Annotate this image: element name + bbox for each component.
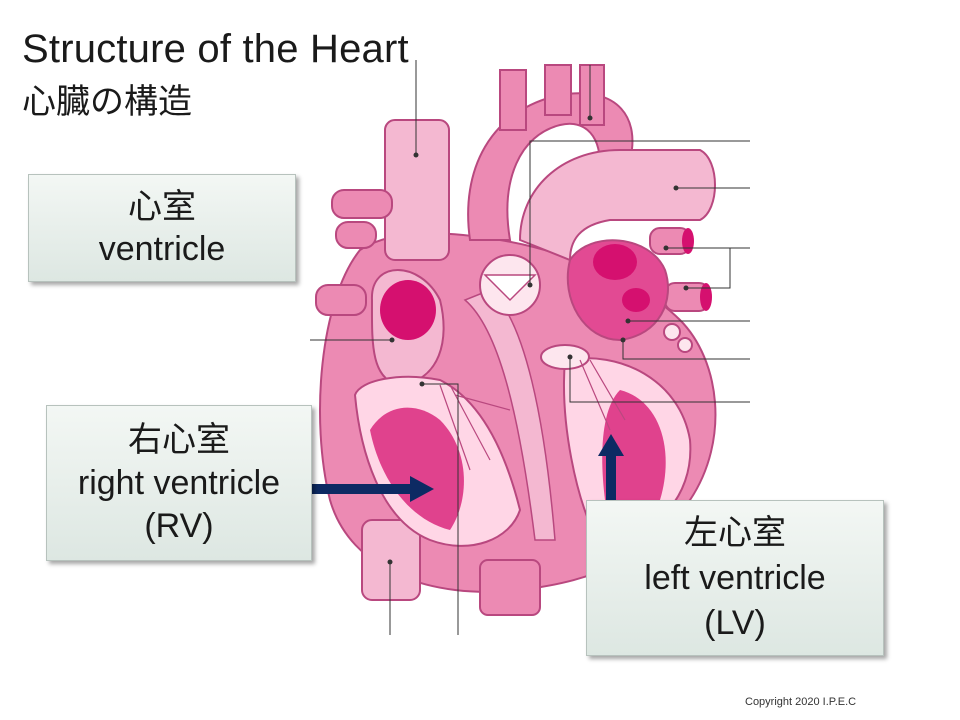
right-pulmonary-artery: [331, 189, 393, 219]
copyright-text: Copyright 2020 I.P.E.C: [745, 696, 857, 708]
left-ventricle-label-jp: 左心室: [684, 512, 786, 553]
coronary-vessel-2: [677, 337, 693, 353]
right-pulmonary-vein-2: [315, 284, 367, 316]
mitral-valve: [540, 344, 590, 370]
pulmonary-vein-upper-end: [682, 228, 694, 254]
right-atrium-opening: [380, 280, 436, 340]
aortic-branch-1: [499, 69, 527, 131]
left-atrium-opening-1: [593, 244, 637, 280]
descending-aorta: [479, 559, 541, 616]
left-atrium-cavity: [566, 239, 669, 342]
right-ventricle-label-en: right ventricle: [77, 463, 281, 502]
aortic-valve-leaflets: [483, 274, 537, 302]
ventricle-label-card: 心室 ventricle: [28, 174, 296, 282]
lv-arrow: [598, 434, 624, 500]
right-ventricle-label-abbr: (RV): [144, 506, 214, 545]
pulmonary-vein-lower-end: [700, 283, 712, 311]
leader-dots: [387, 115, 689, 565]
right-ventricle-muscle: [370, 407, 464, 530]
right-ventricle-label-jp: 右心室: [128, 419, 230, 460]
right-ventricle-label-card: 右心室 right ventricle (RV): [46, 405, 312, 561]
page-title: Structure of the Heart: [22, 27, 409, 71]
page-subtitle-jp: 心臓の構造: [22, 82, 192, 122]
interventricular-septum: [463, 289, 556, 541]
aortic-branch-2: [544, 64, 572, 116]
leader-lines: [310, 60, 750, 635]
ventricle-label-en: ventricle: [98, 230, 226, 268]
left-atrium-opening-2: [622, 288, 650, 312]
chordae-tendineae: [439, 359, 626, 471]
left-ventricle-label-card: 左心室 left ventricle (LV): [586, 500, 884, 656]
ventricle-label-jp: 心室: [128, 187, 196, 227]
aortic-branch-3: [579, 64, 605, 126]
rv-arrow: [312, 476, 434, 502]
coronary-vessel-1: [663, 323, 681, 341]
right-pulmonary-vein-1: [335, 221, 377, 249]
left-ventricle-muscle: [602, 390, 666, 515]
left-ventricle-label-abbr: (LV): [704, 603, 766, 642]
superior-vena-cava: [384, 119, 450, 261]
left-ventricle-label-en: left ventricle: [644, 558, 826, 597]
pulmonary-artery: [518, 149, 716, 262]
